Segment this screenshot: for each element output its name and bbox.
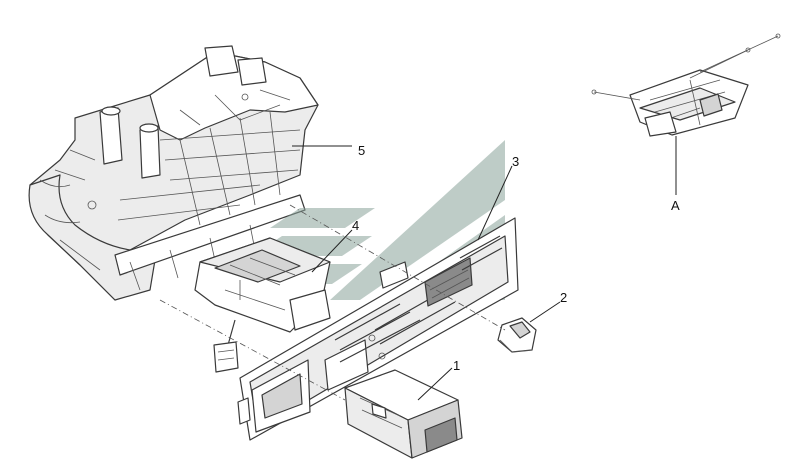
callout-5: 5 xyxy=(358,143,365,158)
callout-1: 1 xyxy=(453,358,460,373)
leader-1 xyxy=(417,367,453,401)
leader-lines xyxy=(292,136,677,401)
control-panel-part-3 xyxy=(237,217,519,441)
leader-2 xyxy=(529,301,561,323)
knob-part-2 xyxy=(497,317,537,353)
leader-4 xyxy=(311,229,353,273)
callout-a: A xyxy=(671,198,680,213)
callout-labels: 5 3 4 2 1 A xyxy=(352,143,680,373)
callout-4: 4 xyxy=(352,218,359,233)
housing-frame-part-5 xyxy=(28,45,319,301)
callout-3: 3 xyxy=(512,154,519,169)
leader-3 xyxy=(477,165,513,241)
assembly-axes xyxy=(159,204,506,401)
detail-view-a xyxy=(591,33,781,137)
switch-module-part-1 xyxy=(344,369,463,459)
callout-2: 2 xyxy=(560,290,567,305)
actuator-part-4 xyxy=(194,237,331,373)
